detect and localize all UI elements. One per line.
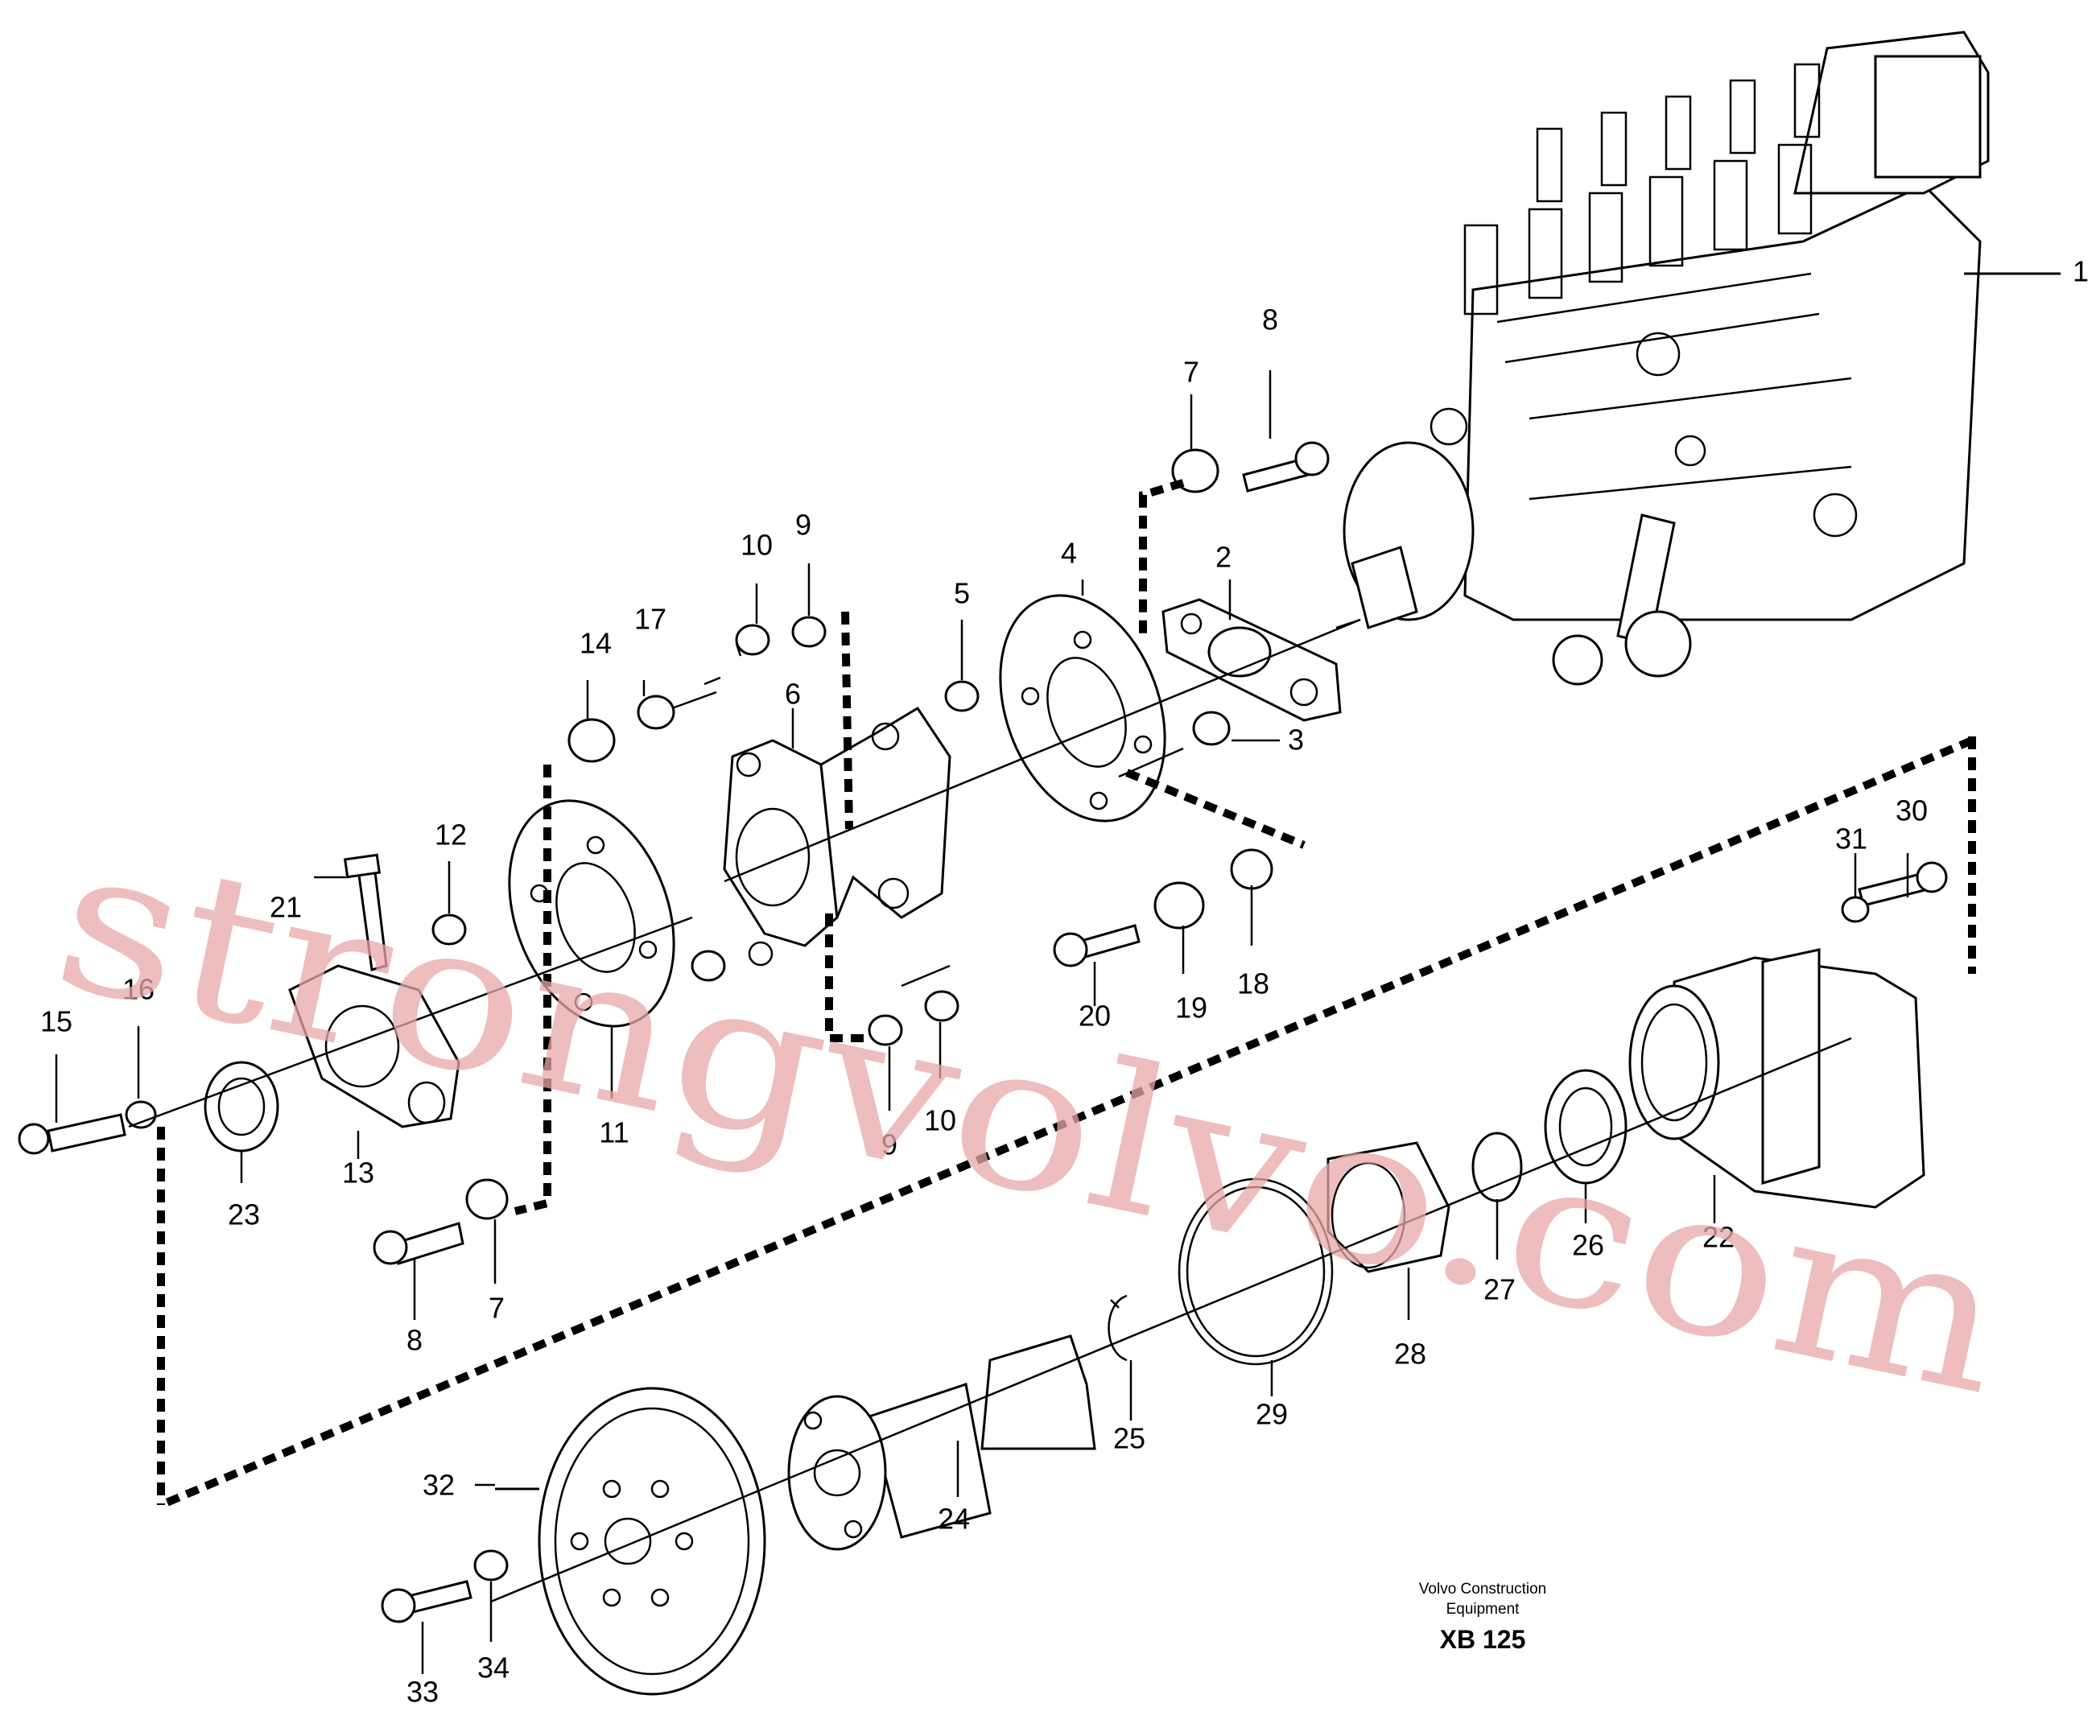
dashed-connectors [157,479,1976,1509]
label-8: 8 [1262,303,1278,336]
label-9: 9 [795,509,811,542]
label-33: 33 [406,1676,439,1709]
label-8-lower: 8 [406,1324,423,1357]
label-22: 22 [1702,1221,1735,1254]
label-11: 11 [599,1116,629,1149]
label-31: 31 [1835,823,1867,856]
label-3: 3 [1288,724,1304,757]
footer-company: Volvo Construction [1419,1581,1546,1598]
adapter-flange [1161,598,1342,746]
part-labels: 1 2 3 4 5 6 7 8 9 10 11 12 13 14 15 16 1… [40,255,2089,1709]
plate-4 [944,594,1166,823]
label-18: 18 [1237,967,1269,1000]
label-12: 12 [435,819,467,852]
label-23: 23 [228,1198,260,1231]
leader-lines [55,370,1909,1674]
label-2: 2 [1215,541,1232,574]
clamp-13 [18,853,460,1155]
label-10-lower: 10 [924,1104,956,1137]
label-7-lower: 7 [489,1292,505,1325]
label-32: 32 [423,1469,455,1502]
hardware-top-left [567,616,827,763]
label-34: 34 [477,1651,510,1684]
injection-pump [1343,31,2061,686]
label-15: 15 [40,1005,72,1038]
label-24: 24 [938,1503,970,1536]
label-21: 21 [270,891,302,924]
label-30: 30 [1896,794,1928,827]
label-19: 19 [1175,992,1207,1025]
label-28: 28 [1394,1338,1426,1371]
label-13: 13 [342,1157,374,1190]
drive-flange-6 [723,706,951,967]
label-27: 27 [1483,1273,1516,1306]
label-6: 6 [785,678,801,711]
hardware-top-right [1171,441,1330,493]
label-29: 29 [1256,1398,1288,1431]
hardware-middle [868,848,1273,1046]
hardware-bottom-left [373,1178,509,1265]
footer-code: XB 125 [1440,1625,1526,1654]
label-9-lower: 9 [881,1128,897,1161]
label-26: 26 [1572,1229,1604,1262]
label-7: 7 [1183,356,1199,389]
label-17: 17 [634,603,666,636]
label-20: 20 [1079,1000,1111,1033]
label-4: 4 [1061,537,1077,570]
footer-block: Volvo Construction Equipment XB 125 [1419,1581,1546,1654]
label-1: 1 [2073,255,2089,288]
axis-lines [128,618,1852,1603]
label-5: 5 [954,577,970,610]
label-25: 25 [1113,1422,1145,1455]
footer-equipment: Equipment [1446,1601,1520,1618]
label-16: 16 [122,973,155,1006]
label-10: 10 [741,529,773,562]
shaft-assembly [381,861,1948,1696]
label-14: 14 [580,627,612,660]
